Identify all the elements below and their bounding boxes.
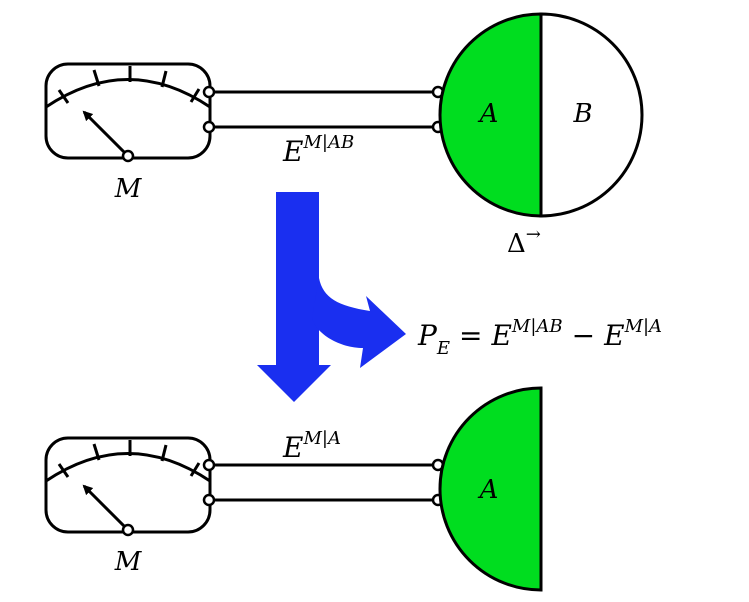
top-meter-label: M [114,174,143,204]
bottom-system: A [438,386,543,592]
region-a [438,386,543,592]
bottom-connection-label: EM|A [282,428,341,464]
bottom-meter: M [44,436,212,577]
needle-pivot [121,523,135,537]
meter-scale-arc [45,78,211,109]
operator-label: Δ→ [507,224,541,259]
terminal [202,493,216,507]
terminal [202,120,216,134]
meter-needle [82,110,130,158]
top-wires: EM|AB [202,85,445,168]
terminal [202,458,216,472]
meter-needle [82,484,130,532]
needle-pivot [121,149,135,163]
top-system: A B Δ→ [438,12,644,259]
top-connection-label: EM|AB [282,132,354,168]
meter-scale-arc [45,452,211,483]
transfer-arrow [257,192,406,402]
region-a [438,12,543,218]
meter-ticks [57,440,201,478]
top-meter: M [44,62,212,204]
region-b-label: B [572,99,592,129]
equation-text: PE=EM|AB−EM|A [417,316,662,359]
region-b [539,12,644,218]
branch-arrow [312,278,406,368]
region-a-label: A [478,475,499,505]
bottom-wires: EM|A [202,428,445,507]
region-a-label: A [478,99,499,129]
meter-ticks [57,66,201,104]
bottom-meter-label: M [114,547,143,577]
transfer-equation: PE=EM|AB−EM|A [417,316,662,359]
terminal [202,85,216,99]
main-arrow [257,192,331,402]
